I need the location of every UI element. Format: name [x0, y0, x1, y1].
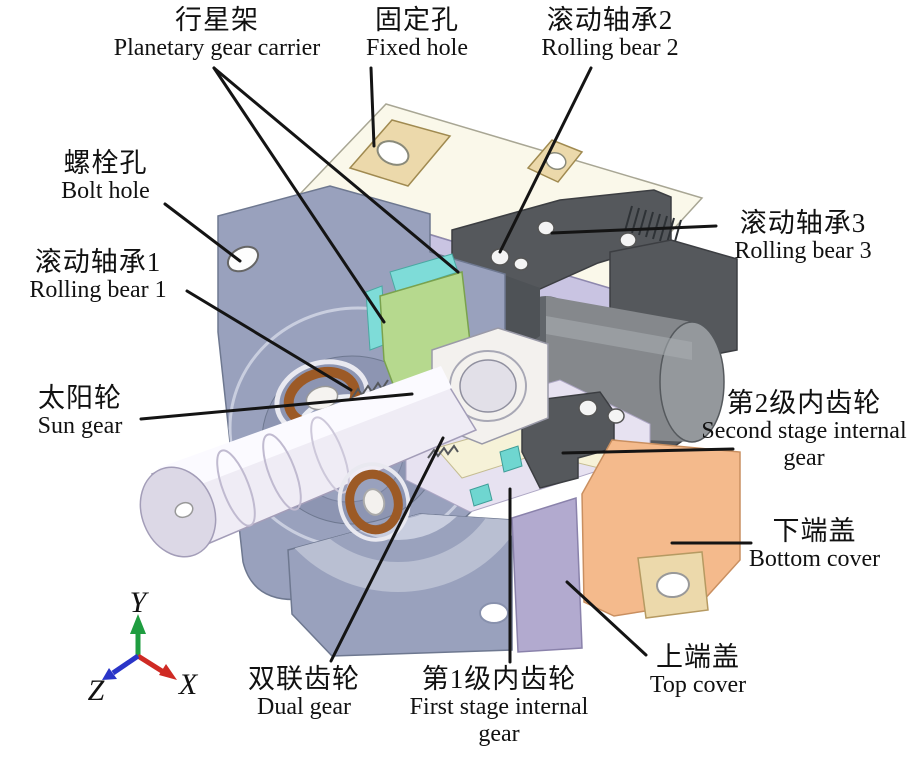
label-zh: 双联齿轮 — [248, 664, 360, 694]
sun-gear-hub-bore — [459, 359, 517, 413]
leader-fixed-hole — [369, 66, 376, 148]
leader-second-stage — [561, 447, 735, 455]
housing-bolt-hole — [479, 602, 509, 624]
leader-rolling-bear-2 — [498, 66, 593, 254]
leader-top-cover — [565, 580, 648, 657]
axis-z-arrow — [111, 653, 140, 676]
bearing-ball — [513, 257, 529, 271]
teal-seat — [499, 445, 523, 473]
label-first-stage-internal-gear: 第1级内齿轮 First stage internal gear — [400, 664, 598, 748]
label-zh: 滚动轴承2 — [546, 5, 674, 35]
label-dual-gear: 双联齿轮 Dual gear — [218, 664, 390, 721]
label-zh: 上端盖 — [656, 642, 740, 672]
axis-y-label: Y — [130, 586, 150, 619]
leader-dual-gear — [329, 436, 445, 663]
label-top-cover: 上端盖 Top cover — [608, 642, 788, 699]
axis-x-arrow — [136, 653, 167, 676]
label-en: Rolling bear 2 — [541, 35, 679, 62]
label-en: Dual gear — [257, 694, 351, 721]
dual-gear-teeth — [427, 444, 459, 459]
label-sun-gear: 太阳轮 Sun gear — [10, 383, 150, 440]
leader-bolt-hole — [163, 202, 242, 263]
label-en: Sun gear — [37, 413, 123, 440]
label-en: First stage internal gear — [409, 694, 589, 748]
output-shaft-assembly — [451, 189, 738, 471]
shaft-step-ring — [262, 433, 302, 511]
shaft-step-ring — [216, 449, 256, 527]
bearing-bronze-ring — [345, 469, 403, 535]
axis-z-label: Z — [88, 674, 105, 707]
covers — [511, 439, 741, 653]
fixed-hole-opening — [376, 140, 410, 166]
label-rolling-bear-3: 滚动轴承3 Rolling bear 3 — [708, 208, 898, 265]
label-rolling-bear-2: 滚动轴承2 Rolling bear 2 — [515, 5, 705, 62]
axis-y-arrowhead — [130, 614, 146, 634]
label-zh: 太阳轮 — [38, 383, 122, 413]
label-en: Rolling bear 1 — [29, 277, 167, 304]
cylinder-highlight — [546, 316, 692, 360]
label-zh: 螺栓孔 — [63, 148, 148, 178]
axis-z-arrowhead — [102, 668, 117, 680]
label-en: Rolling bear 3 — [734, 238, 872, 265]
label-en: Fixed hole — [366, 35, 468, 62]
label-zh: 下端盖 — [772, 516, 857, 546]
axis-x-arrowhead — [159, 664, 177, 680]
shaft-step-ring — [310, 416, 350, 494]
bearing-bore — [362, 488, 386, 516]
bearing-ball — [619, 232, 637, 248]
label-bolt-hole: 螺栓孔 Bolt hole — [28, 148, 183, 205]
leader-lines — [139, 66, 753, 664]
lower-bearing-balls — [578, 399, 625, 424]
label-second-stage-internal-gear: 第2级内齿轮 Second stage internal gear — [700, 388, 908, 472]
top-cover-panel — [511, 496, 583, 653]
lower-bronze-bearing — [337, 462, 411, 542]
bearing-ball — [607, 408, 625, 424]
axis-x-label: X — [178, 668, 199, 701]
axis-triad: Y X Z — [88, 586, 199, 707]
leader-planetary-carrier-b — [212, 66, 460, 274]
label-en: Second stage internal gear — [701, 418, 907, 472]
label-zh: 第1级内齿轮 — [421, 664, 577, 694]
label-zh: 滚动轴承3 — [739, 208, 867, 238]
leader-rolling-bear-3 — [550, 224, 718, 235]
bearing-ball — [537, 220, 555, 236]
label-planetary-gear-carrier: 行星架 Planetary gear carrier — [82, 5, 352, 62]
label-en: Bottom cover — [748, 546, 881, 573]
leader-planetary-carrier-a — [212, 66, 386, 324]
label-zh: 行星架 — [175, 5, 259, 35]
label-en: Bolt hole — [61, 178, 150, 205]
label-zh: 固定孔 — [375, 5, 459, 35]
label-zh: 滚动轴承1 — [34, 247, 162, 277]
label-rolling-bear-1: 滚动轴承1 Rolling bear 1 — [8, 247, 188, 304]
bearing-ball — [578, 399, 598, 417]
label-en: Planetary gear carrier — [113, 35, 321, 62]
teal-seat — [469, 483, 493, 507]
bearing-outer-ring — [337, 462, 411, 542]
label-zh: 第2级内齿轮 — [726, 388, 882, 418]
bolt-hole-opening — [226, 245, 260, 273]
bottom-cover-ear-hole — [656, 571, 690, 599]
label-en: Top cover — [649, 672, 747, 699]
label-fixed-hole: 固定孔 Fixed hole — [337, 5, 497, 62]
leader-sun-gear — [139, 392, 414, 421]
label-bottom-cover: 下端盖 Bottom cover — [722, 516, 907, 573]
input-shaft-center-nub — [174, 501, 194, 519]
leader-rolling-bear-1 — [185, 289, 353, 392]
